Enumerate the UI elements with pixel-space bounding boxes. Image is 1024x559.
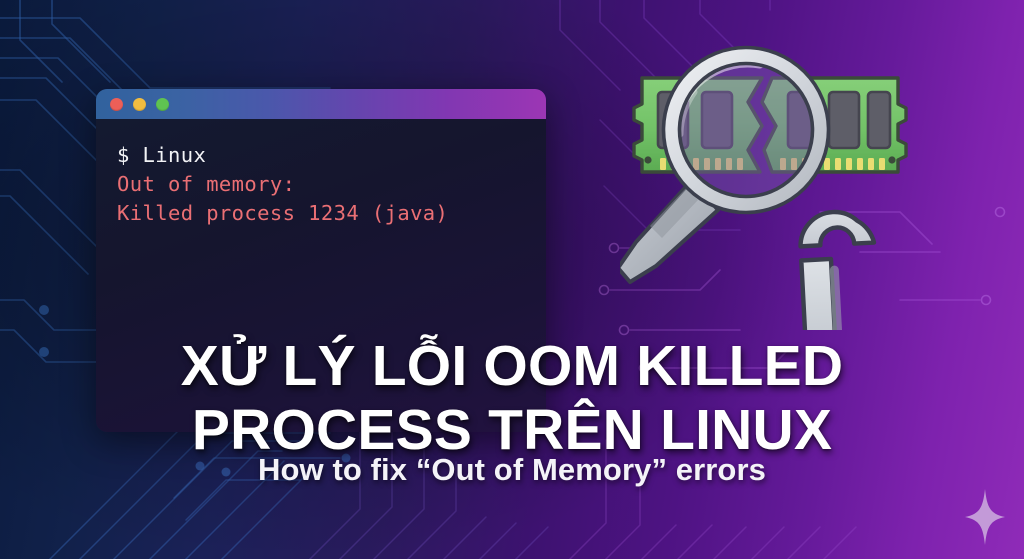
ram-module bbox=[632, 76, 908, 174]
terminal-line-error-1: Out of memory: bbox=[117, 172, 296, 196]
terminal-line-command: $ Linux bbox=[117, 143, 207, 167]
wrench-tool bbox=[798, 209, 877, 330]
page-title-line-2: PROCESS TRÊN LINUX bbox=[191, 398, 833, 463]
hero-illustration bbox=[620, 30, 1024, 330]
terminal-window[interactable]: $ Linux Out of memory: Killed process 12… bbox=[96, 89, 546, 432]
ram-right-half bbox=[760, 76, 908, 174]
close-button[interactable] bbox=[110, 97, 123, 111]
maximize-button[interactable] bbox=[156, 97, 169, 111]
terminal-titlebar[interactable] bbox=[96, 89, 546, 119]
terminal-body[interactable]: $ Linux Out of memory: Killed process 12… bbox=[96, 119, 546, 432]
page-title-line-1: XỬ LÝ LỖI OOM KILLED bbox=[180, 334, 844, 399]
minimize-button[interactable] bbox=[133, 97, 146, 111]
terminal-line-error-2: Killed process 1234 (java) bbox=[117, 201, 449, 225]
four-point-star-icon bbox=[965, 489, 1005, 545]
page-title: XỬ LÝ LỖI OOM KILLED PROCESS TRÊN LINUX bbox=[0, 334, 1024, 462]
magnifying-glass bbox=[620, 45, 831, 284]
magnifier-handle bbox=[620, 178, 720, 284]
page-subtitle: How to fix “Out of Memory” errors bbox=[258, 452, 766, 487]
